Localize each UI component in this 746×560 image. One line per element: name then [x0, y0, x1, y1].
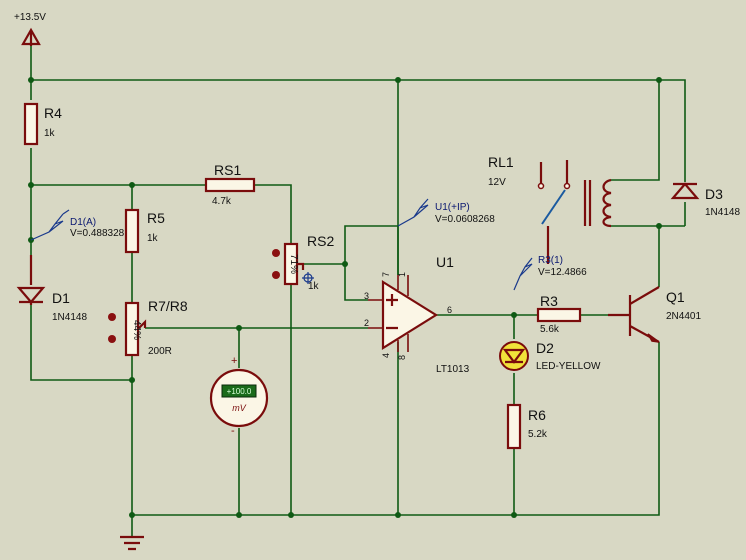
probe-d1a-value: V=0.488328 [70, 228, 125, 239]
u1-value: LT1013 [436, 364, 470, 375]
q1-name: Q1 [666, 289, 685, 305]
rl1-name: RL1 [488, 154, 514, 170]
meter-reading: +100.0 [227, 387, 252, 396]
opamp-u1[interactable]: 3 2 6 7 1 4 8 U1 LT1013 [364, 254, 470, 375]
probe-d1a-name: D1(A) [70, 217, 96, 228]
rl1-value: 12V [488, 177, 506, 188]
relay-rl1[interactable]: RL1 12V [488, 154, 612, 264]
r3-name: R3 [540, 293, 558, 309]
led-d2[interactable]: D2 LED-YELLOW [499, 340, 601, 372]
u1-pin-7: 7 [381, 272, 391, 277]
rs2-value: 1k [308, 281, 320, 292]
rs1-value: 4.7k [212, 196, 232, 207]
ground-symbol[interactable] [120, 535, 144, 551]
u1-pin-3: 3 [364, 291, 369, 301]
resistor-r3[interactable]: R3 5.6k [536, 293, 582, 335]
d2-name: D2 [536, 340, 554, 356]
resistor-r5[interactable]: R5 1k [124, 208, 165, 254]
rs1-name: RS1 [214, 162, 241, 178]
r4-name: R4 [44, 105, 62, 121]
diode-d1[interactable]: D1 1N4148 [16, 255, 87, 323]
u1-pin-4: 4 [381, 353, 391, 358]
r7r8-value: 200R [148, 346, 172, 357]
u1-pin-2: 2 [364, 318, 369, 328]
resistor-rs1[interactable]: RS1 4.7k [204, 162, 256, 207]
probe-u1ip-name: U1(+IP) [435, 202, 470, 213]
u1-name: U1 [436, 254, 454, 270]
wires [30, 46, 686, 537]
d3-name: D3 [705, 186, 723, 202]
r3-value: 5.6k [540, 324, 560, 335]
d1-name: D1 [52, 290, 70, 306]
rs2-name: RS2 [307, 233, 334, 249]
supply-label: +13.5V [14, 12, 46, 23]
probe-r31-value: V=12.4866 [538, 267, 587, 278]
u1-pin-6: 6 [447, 305, 452, 315]
r4-value: 1k [44, 128, 56, 139]
q1-value: 2N4401 [666, 311, 701, 322]
probe-r3-1[interactable]: R3(1) V=12.4866 [513, 255, 587, 291]
probe-r31-name: R3(1) [538, 255, 563, 266]
resistor-r6[interactable]: R6 5.2k [506, 403, 548, 450]
meter-minus: - [231, 425, 235, 437]
supply-terminal[interactable]: +13.5V [14, 12, 46, 46]
r5-name: R5 [147, 210, 165, 226]
d2-value: LED-YELLOW [536, 361, 601, 372]
probe-u1-ip[interactable]: U1(+IP) V=0.0608268 [397, 198, 495, 227]
resistor-r4[interactable]: R4 1k [23, 102, 62, 146]
r5-value: 1k [147, 233, 159, 244]
potentiometer-r7-r8[interactable]: 44% R7/R8 200R [108, 298, 188, 357]
u1-pin-8: 8 [397, 355, 407, 360]
r6-value: 5.2k [528, 429, 548, 440]
d3-value: 1N4148 [705, 207, 740, 218]
junction-dots [28, 77, 662, 518]
meter-plus: + [231, 355, 237, 367]
rs2-pot-text: 71% [288, 254, 299, 274]
d1-value: 1N4148 [52, 312, 87, 323]
probe-u1ip-value: V=0.0608268 [435, 214, 495, 225]
r6-name: R6 [528, 407, 546, 423]
r7r8-name: R7/R8 [148, 298, 188, 314]
meter-unit: mV [232, 403, 246, 413]
diode-d3[interactable]: D3 1N4148 [670, 182, 740, 218]
millivoltmeter[interactable]: +100.0 mV + - [209, 355, 269, 437]
u1-pin-1: 1 [397, 272, 407, 277]
r7r8-pot-text: 44% [131, 320, 142, 340]
transistor-q1[interactable]: Q1 2N4401 [608, 286, 701, 343]
potentiometer-rs2[interactable]: 71% RS2 1k [272, 233, 334, 292]
probe-d1a[interactable]: D1(A) V=0.488328 [30, 209, 125, 241]
